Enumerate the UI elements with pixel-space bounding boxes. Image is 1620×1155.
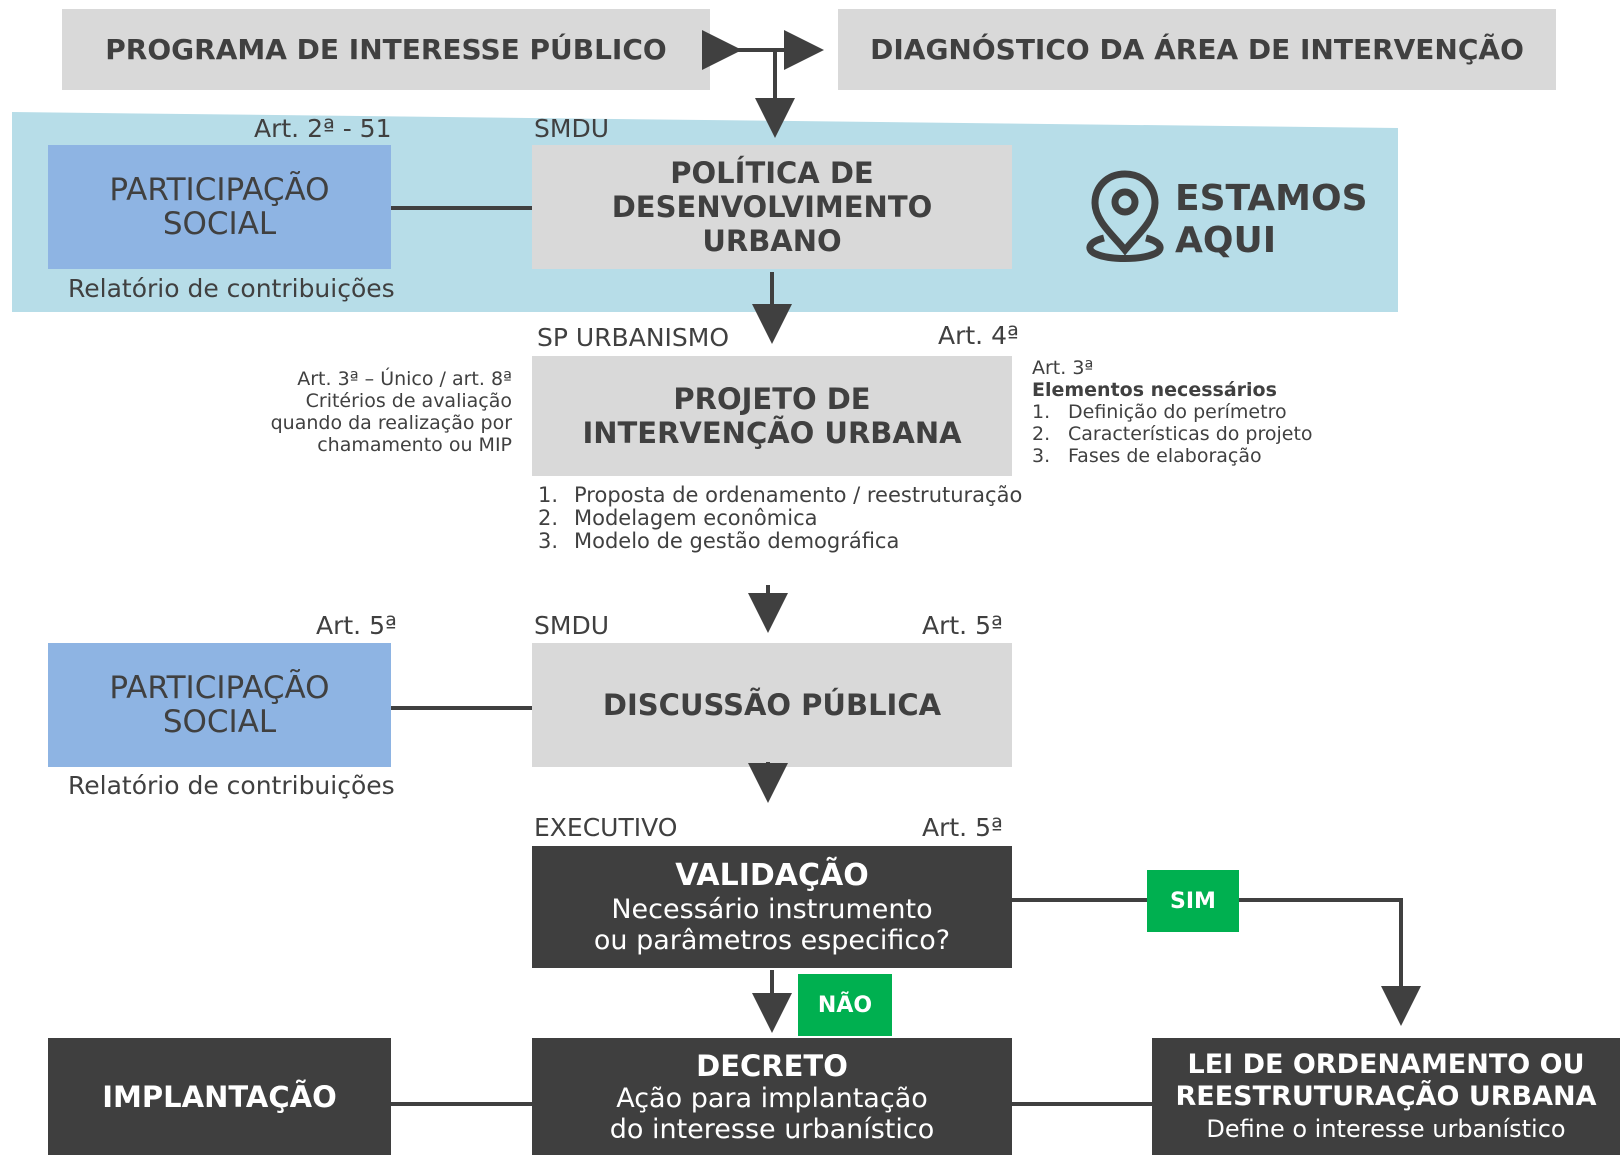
validation-title: VALIDAÇÃO — [675, 858, 869, 893]
participation-line-1: PARTICIPAÇÃO — [109, 670, 330, 706]
intervention-diagnosis-label: DIAGNÓSTICO DA ÁREA DE INTERVENÇÃO — [870, 33, 1524, 66]
you-are-here-label: ESTAMOS AQUI — [1175, 178, 1368, 262]
participation-line-1: PARTICIPAÇÃO — [109, 172, 330, 208]
stage4-org-label: EXECUTIVO — [534, 813, 678, 842]
social-participation-box-1: PARTICIPAÇÃO SOCIAL — [48, 145, 391, 269]
participation-line-2: SOCIAL — [162, 206, 277, 242]
evaluation-criteria-note: Art. 3ª – Único / art. 8ª Critérios de a… — [230, 368, 512, 456]
note-line-4: chamamento ou MIP — [317, 434, 512, 456]
required-elements-title: Elementos necessários — [1032, 379, 1277, 401]
no-badge: NÃO — [798, 974, 892, 1036]
implementation-box: IMPLANTAÇÃO — [48, 1038, 391, 1155]
stage3-org-label: SMDU — [534, 611, 609, 640]
law-line-3: Define o interesse urbanístico — [1206, 1114, 1566, 1143]
project-line-1: PROJETO DE — [673, 382, 871, 416]
stage1-article-label: Art. 2ª - 51 — [254, 114, 392, 143]
yes-badge: SIM — [1147, 870, 1239, 932]
stage4-article-right: Art. 5ª — [922, 813, 1003, 842]
intervention-diagnosis-box: DIAGNÓSTICO DA ÁREA DE INTERVENÇÃO — [838, 9, 1556, 90]
list-item: 1.Proposta de ordenamento / reestruturaç… — [538, 483, 1023, 507]
no-label: NÃO — [817, 992, 873, 1018]
stage3-article-right: Art. 5ª — [922, 611, 1003, 640]
here-line-1: ESTAMOS — [1175, 178, 1368, 219]
public-discussion-label: DISCUSSÃO PÚBLICA — [602, 688, 942, 722]
stage2-article-label: Art. 4ª — [938, 321, 1019, 350]
law-line-2: REESTRUTURAÇÃO URBANA — [1175, 1080, 1597, 1112]
contributions-report-2: Relatório de contribuições — [68, 771, 395, 800]
decree-title: DECRETO — [696, 1048, 848, 1083]
stage1-org-label: SMDU — [534, 114, 609, 143]
policy-line-1: POLÍTICA DE — [670, 156, 874, 190]
note-line-2: Critérios de avaliação — [305, 390, 512, 412]
policy-line-2: DESENVOLVIMENTO — [611, 190, 933, 224]
yes-label: SIM — [1170, 888, 1216, 914]
stage2-org-label: SP URBANISMO — [537, 323, 730, 352]
social-participation-box-2: PARTICIPAÇÃO SOCIAL — [48, 643, 391, 767]
decree-line-1: Ação para implantação — [616, 1082, 928, 1114]
implementation-label: IMPLANTAÇÃO — [102, 1079, 337, 1114]
note-line-1: Art. 3ª – Único / art. 8ª — [297, 368, 512, 390]
required-elements-article: Art. 3ª — [1032, 357, 1094, 379]
list-item: 2.Modelagem econômica — [538, 506, 818, 530]
decree-line-2: do interesse urbanístico — [609, 1113, 935, 1145]
urban-intervention-project-box: PROJETO DE INTERVENÇÃO URBANA — [532, 356, 1012, 476]
participation-line-2: SOCIAL — [162, 704, 277, 740]
here-line-2: AQUI — [1175, 220, 1277, 261]
law-line-1: LEI DE ORDENAMENTO OU — [1187, 1048, 1585, 1080]
public-interest-program-label: PROGRAMA DE INTERESSE PÚBLICO — [105, 33, 667, 66]
validation-line-2: ou parâmetros especifico? — [593, 925, 951, 956]
policy-line-3: URBANO — [702, 224, 842, 258]
list-item: 1.Definição do perímetro — [1032, 401, 1287, 423]
decree-box: DECRETO Ação para implantação do interes… — [532, 1038, 1012, 1155]
location-pin-icon — [1086, 170, 1164, 262]
urban-development-policy-box: POLÍTICA DE DESENVOLVIMENTO URBANO — [532, 145, 1012, 269]
contributions-report-1: Relatório de contribuições — [68, 274, 395, 303]
project-components-list: 1.Proposta de ordenamento / reestruturaç… — [538, 484, 1022, 553]
note-line-3: quando da realização por — [270, 412, 512, 434]
urban-law-box: LEI DE ORDENAMENTO OU REESTRUTURAÇÃO URB… — [1152, 1038, 1620, 1155]
stage3-article-left: Art. 5ª — [316, 611, 397, 640]
validation-line-1: Necessário instrumento — [611, 894, 933, 925]
required-elements-list: Art. 3ª Elementos necessários 1.Definiçã… — [1032, 357, 1313, 467]
public-discussion-box: DISCUSSÃO PÚBLICA — [532, 643, 1012, 767]
list-item: 3.Fases de elaboração — [1032, 445, 1262, 467]
list-item: 3.Modelo de gestão demográfica — [538, 529, 900, 553]
list-item: 2.Características do projeto — [1032, 423, 1313, 445]
public-interest-program-box: PROGRAMA DE INTERESSE PÚBLICO — [62, 9, 710, 90]
project-line-2: INTERVENÇÃO URBANA — [582, 416, 962, 450]
validation-box: VALIDAÇÃO Necessário instrumento ou parâ… — [532, 846, 1012, 968]
